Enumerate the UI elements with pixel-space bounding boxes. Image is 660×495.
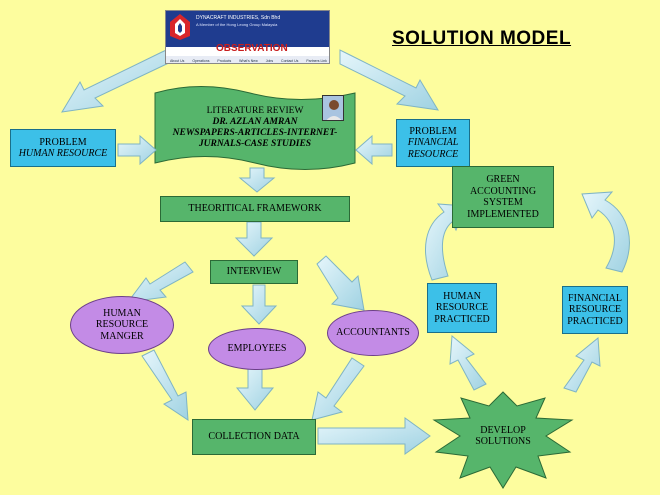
- arrow-develop-to-financial-practiced: [563, 337, 601, 393]
- green-accounting-line2: SYSTEM: [483, 197, 523, 208]
- logo-header: [166, 11, 329, 47]
- arrow-logo-to-problem-financial: [339, 49, 439, 111]
- literature-review-banner: [154, 86, 356, 170]
- develop-solutions-starburst: [432, 391, 574, 489]
- logo-nav-item: Partners Link: [306, 58, 327, 63]
- logo-nav-item: Jobs: [265, 58, 274, 63]
- literature-review-author: DR. AZLAN AMRAN: [212, 117, 298, 128]
- logo-nav-item: About Us: [169, 58, 185, 63]
- problem-financial-subject: FINANCIAL: [407, 137, 459, 149]
- problem-financial-resource-box: PROBLEM FINANCIAL RESOURCE: [396, 119, 470, 167]
- literature-review-text: LITERATURE REVIEW DR. AZLAN AMRAN NEWSPA…: [155, 98, 355, 158]
- collection-data-box: COLLECTION DATA: [192, 419, 316, 455]
- problem-hr-subject: HUMAN RESOURCE: [18, 148, 108, 159]
- arrow-theoretical-to-interview: [234, 221, 274, 257]
- logo-nav-bar: About Us Operations Products What's New …: [166, 56, 329, 63]
- develop-solutions-line2: SOLUTIONS: [475, 436, 531, 447]
- company-logo: DYNACRAFT INDUSTRIES, Sdn Bhd A Member o…: [165, 10, 330, 64]
- problem-hr-label: PROBLEM: [39, 136, 87, 148]
- arrow-collection-to-develop: [317, 417, 431, 455]
- literature-review-sources-2: JURNALS-CASE STUDIES: [198, 138, 312, 149]
- logo-nav-item: What's New: [239, 58, 258, 63]
- arrow-interview-to-accountants: [316, 255, 365, 311]
- arrow-literature-to-theoretical: [238, 167, 276, 193]
- collection-data-label: COLLECTION DATA: [208, 431, 300, 443]
- hr-practiced-line3: PRACTICED: [434, 313, 490, 325]
- financial-practiced-box: FINANCIAL RESOURCE PRACTICED: [562, 286, 628, 334]
- hr-practiced-line2: RESOURCE: [435, 302, 489, 314]
- arrow-interview-to-hr-manager: [126, 261, 194, 303]
- accountants-ellipse: ACCOUNTANTS: [327, 310, 419, 356]
- financial-practiced-line2: RESOURCE: [568, 304, 622, 316]
- arrow-financial-practiced-to-green: [581, 191, 630, 273]
- page-title: SOLUTION MODEL: [392, 28, 572, 49]
- logo-nav-item: Products: [217, 58, 232, 63]
- develop-solutions-text: DEVELOP SOLUTIONS: [463, 420, 543, 452]
- arrow-problem-hr-to-literature: [117, 134, 157, 166]
- theoretical-framework-box: THEORITICAL FRAMEWORK: [160, 196, 350, 222]
- arrow-employees-to-collection: [235, 367, 275, 411]
- financial-practiced-line1: FINANCIAL: [568, 292, 622, 304]
- arrow-logo-to-problem-hr: [61, 45, 176, 113]
- problem-human-resource-box: PROBLEM HUMAN RESOURCE: [10, 129, 116, 167]
- arrow-interview-to-employees: [240, 284, 278, 325]
- hr-manager-line1: HUMAN: [103, 307, 141, 319]
- logo-observation-text: OBSERVATION: [216, 43, 288, 54]
- develop-solutions-line1: DEVELOP: [480, 424, 526, 436]
- financial-practiced-line3: PRACTICED: [567, 315, 623, 327]
- interview-label: INTERVIEW: [226, 266, 282, 278]
- employees-label: EMPLOYEES: [227, 343, 287, 355]
- arrow-problem-financial-to-literature: [355, 134, 393, 166]
- hr-manager-line3: MANGER: [100, 330, 144, 342]
- arrow-accountants-to-collection: [311, 357, 365, 421]
- theoretical-framework-label: THEORITICAL FRAMEWORK: [188, 203, 322, 215]
- accountants-label: ACCOUNTANTS: [336, 327, 410, 339]
- problem-financial-label: PROBLEM: [409, 125, 457, 137]
- logo-nav-item: Contact Us: [281, 58, 299, 63]
- arrow-develop-to-hr-practiced: [449, 335, 487, 391]
- interview-box: INTERVIEW: [210, 260, 298, 284]
- literature-review-sources: NEWSPAPERS-ARTICLES-INTERNET-: [172, 128, 338, 138]
- green-accounting-line1: GREEN ACCOUNTING: [469, 174, 537, 197]
- person-icon: [323, 96, 343, 120]
- green-accounting-box: GREEN ACCOUNTING SYSTEM IMPLEMENTED: [452, 166, 554, 228]
- logo-emblem-icon: [170, 14, 190, 40]
- hr-manager-line2: RESOURCE: [95, 319, 149, 331]
- problem-financial-subject-2: RESOURCE: [407, 148, 459, 160]
- logo-tagline: A Member of the Hong Leong Group Malaysi…: [196, 22, 278, 27]
- logo-nav-item: Operations: [192, 58, 210, 63]
- employees-ellipse: EMPLOYEES: [208, 328, 306, 370]
- hr-manager-ellipse: HUMAN RESOURCE MANGER: [70, 296, 174, 354]
- hr-practiced-line1: HUMAN: [443, 290, 481, 302]
- logo-company-name: DYNACRAFT INDUSTRIES, Sdn Bhd: [196, 15, 281, 21]
- arrow-hr-manager-to-collection: [141, 349, 189, 421]
- author-photo: [322, 95, 344, 121]
- green-accounting-line3: IMPLEMENTED: [467, 208, 539, 220]
- hr-practiced-box: HUMAN RESOURCE PRACTICED: [427, 283, 497, 333]
- literature-review-heading: LITERATURE REVIEW: [206, 106, 304, 117]
